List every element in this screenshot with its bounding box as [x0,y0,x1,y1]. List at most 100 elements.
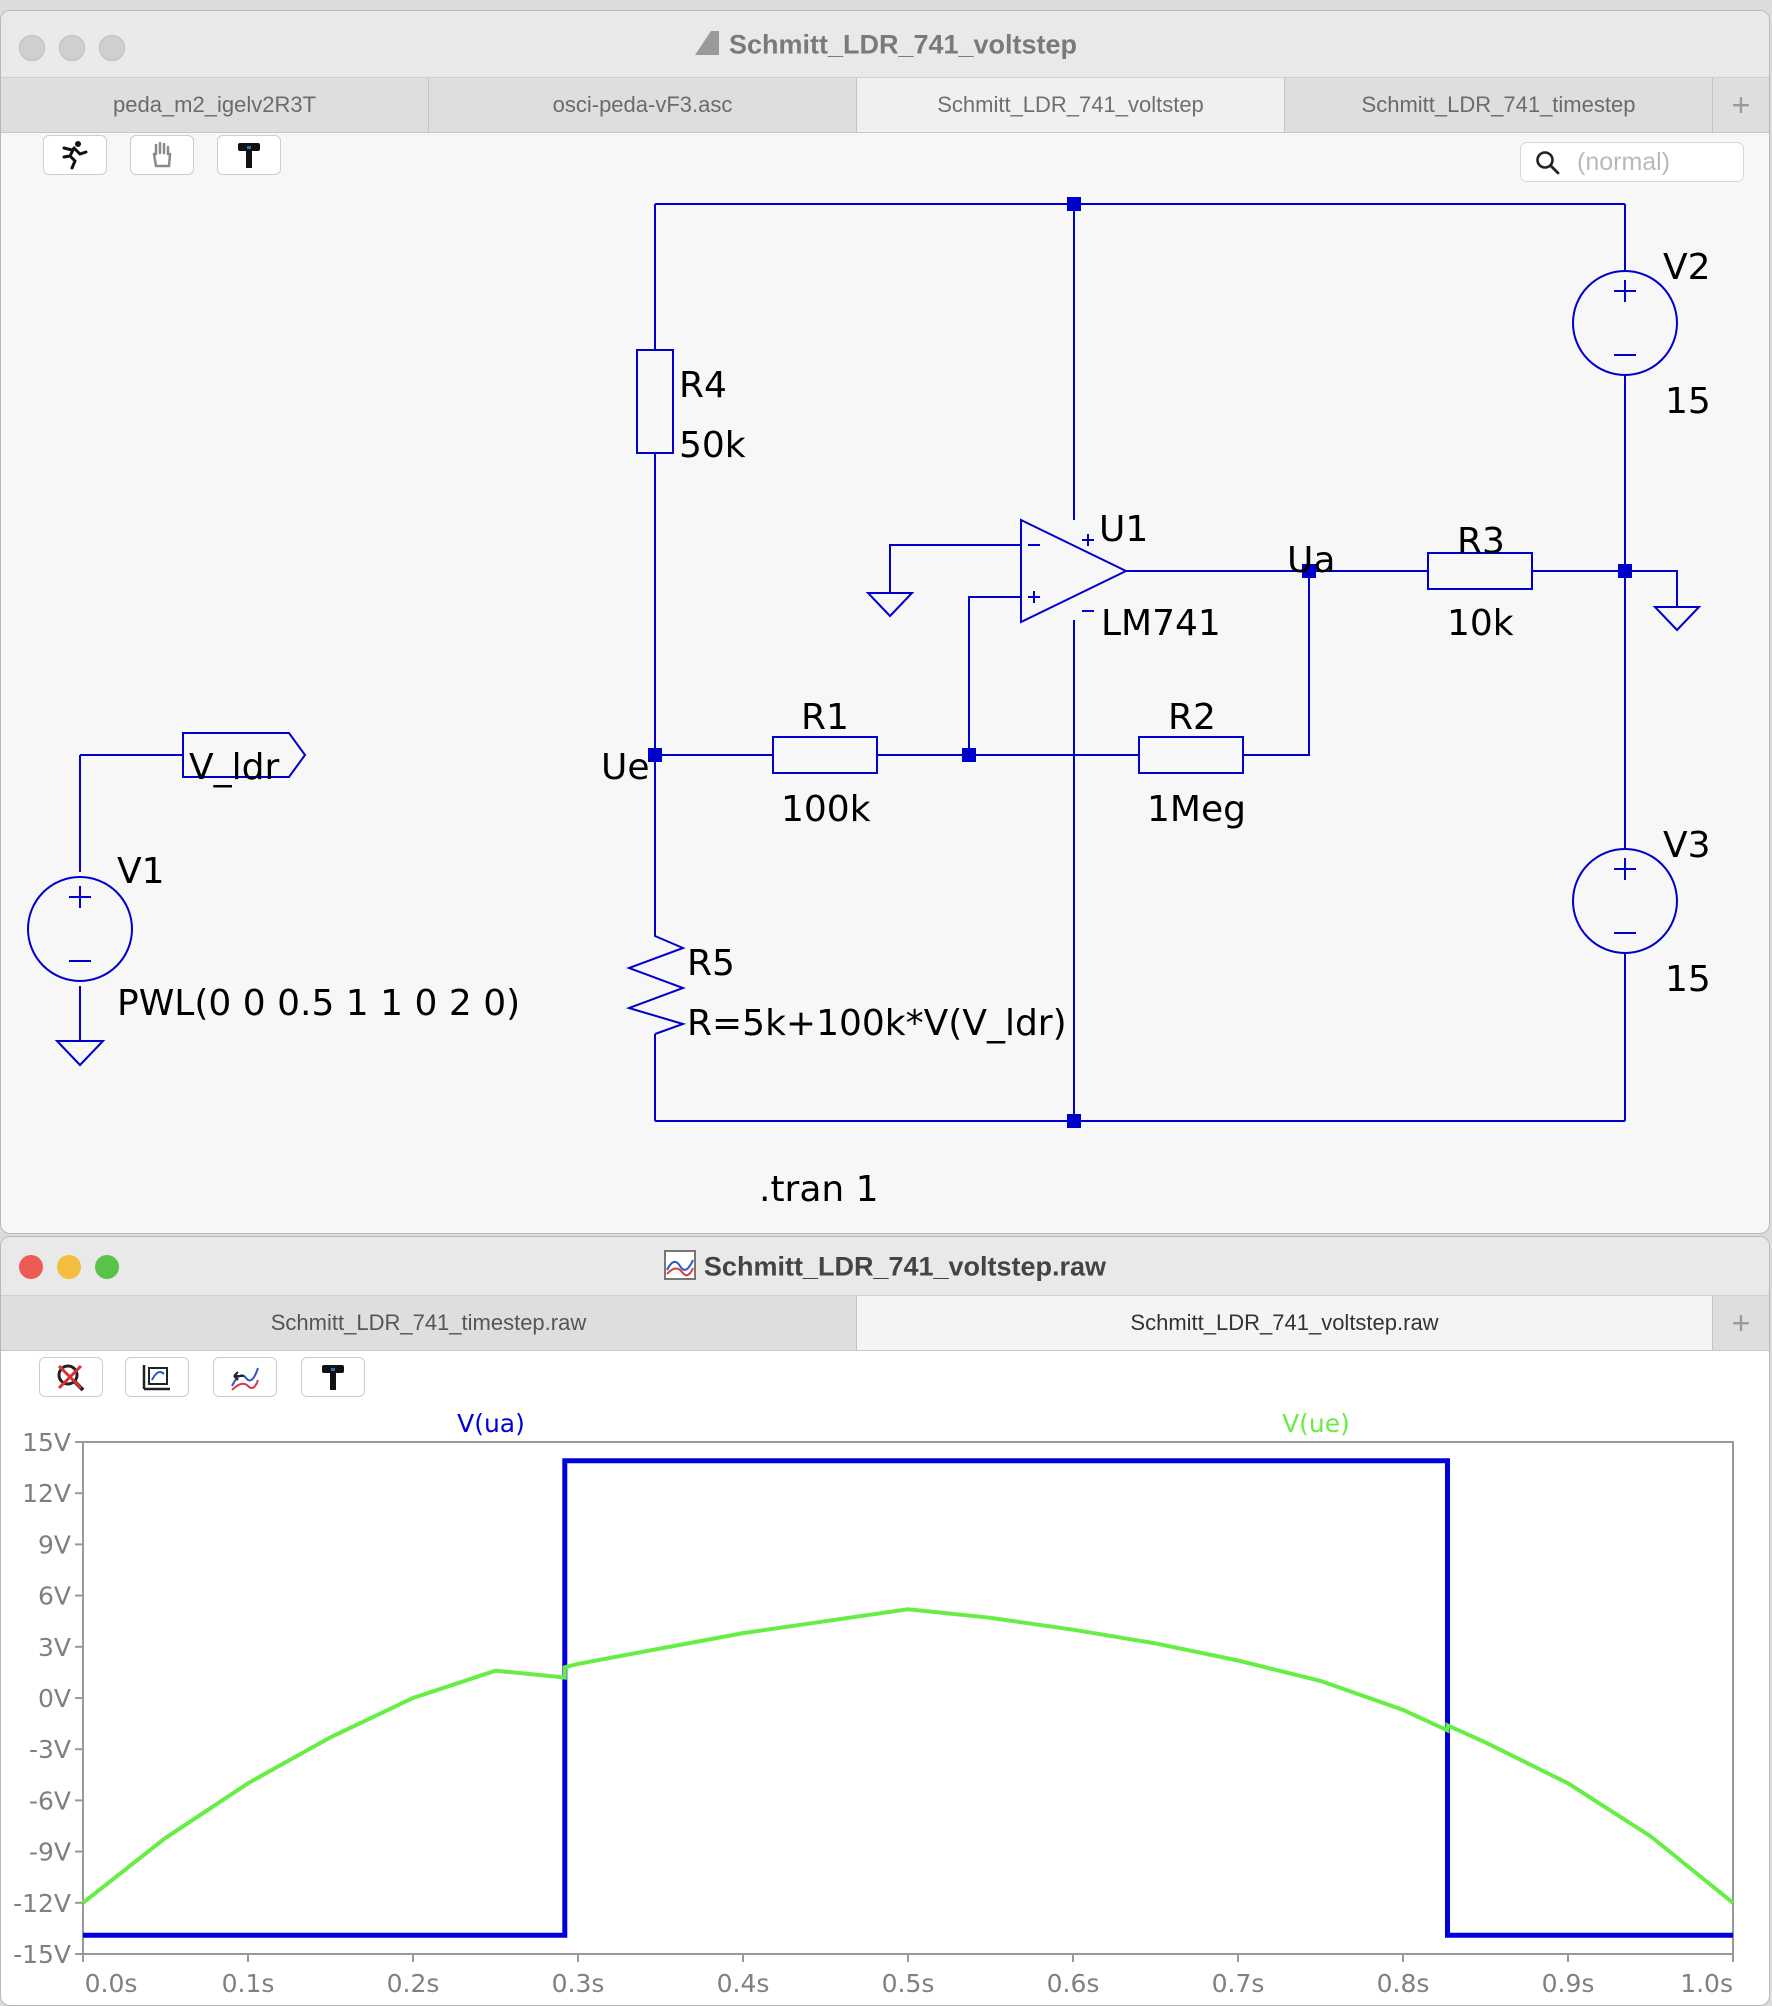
x-tick-label: 1.0s [1680,1969,1733,1998]
y-tick-label: -6V [29,1786,71,1815]
source-v3[interactable] [1572,848,1678,954]
v1-name: V1 [117,851,165,892]
opamp-pin-marks [1028,534,1094,612]
tab-timestep-raw[interactable]: Schmitt_LDR_741_timestep.raw [1,1296,857,1350]
ground-opamp [865,592,915,618]
halt-button[interactable] [130,135,194,175]
tab-peda[interactable]: peda_m2_igelv2R3T [1,78,429,132]
y-tick-label: -3V [29,1735,71,1764]
wire-ua [1126,570,1678,607]
resistor-r4[interactable] [636,349,674,454]
minimize-button[interactable] [57,1255,81,1279]
junction [962,748,976,762]
waveform-doc-icon [663,1250,696,1287]
net-flag-vldr[interactable] [182,732,307,778]
junction [1067,197,1081,211]
spice-directive[interactable]: .tran 1 [759,1169,879,1210]
schematic-window: Schmitt_LDR_741_voltstep peda_m2_igelv2R… [0,10,1770,1234]
plot-area[interactable] [82,1441,1734,1955]
junction [1067,1114,1081,1128]
run-button[interactable] [43,135,107,175]
x-tick-label: 0.5s [882,1969,935,1998]
ldr-r5[interactable] [625,926,687,1035]
v1-polarity [69,886,91,962]
y-tick-label: 15V [22,1428,71,1457]
r2-name: R2 [1168,697,1216,738]
search-box[interactable]: (normal) [1520,142,1744,182]
y-tick-label: 9V [38,1530,71,1559]
junction [1618,564,1632,578]
x-tick-label: 0.1s [222,1969,275,1998]
waveform-tabbar: Schmitt_LDR_741_timestep.raw Schmitt_LDR… [1,1296,1769,1351]
pan-icon [231,1367,259,1391]
r4-name: R4 [679,365,727,406]
junction [648,748,662,762]
r3-value: 10k [1447,603,1514,644]
zoom-cancel-button[interactable] [39,1357,103,1397]
zoom-button[interactable] [99,35,125,61]
r2-value: 1Meg [1147,789,1246,830]
x-tick-label: 0.3s [552,1969,605,1998]
hammer-icon [322,1365,344,1390]
waveform-window: Schmitt_LDR_741_voltstep.raw Schmitt_LDR… [0,1236,1770,2006]
r1-name: R1 [801,697,849,738]
y-tick-label: -9V [29,1838,71,1867]
resistor-r3[interactable] [1427,552,1533,590]
net-ue-label: Ue [601,747,650,788]
y-tick-label: -15V [13,1940,71,1969]
trace-vue[interactable] [81,1607,1735,1905]
window-controls [19,35,125,61]
close-button[interactable] [19,35,45,61]
plot-settings-button[interactable] [301,1357,365,1397]
v2-value: 15 [1665,381,1711,422]
window-title: Schmitt_LDR_741_voltstep [1,29,1769,64]
window-title: Schmitt_LDR_741_voltstep.raw [1,1250,1769,1287]
waveform-titlebar: Schmitt_LDR_741_voltstep.raw [1,1237,1769,1296]
window-title-text: Schmitt_LDR_741_voltstep [728,29,1078,60]
zoom-button[interactable] [95,1255,119,1279]
new-tab-button[interactable]: + [1731,1304,1751,1341]
x-tick-label: 0.6s [1047,1969,1100,1998]
pan-button[interactable] [213,1357,277,1397]
trace-label-vua[interactable]: V(ua) [457,1409,525,1438]
window-controls [19,1255,119,1279]
y-tick-label: 0V [38,1684,71,1713]
tab-osci[interactable]: osci-peda-vF3.asc [429,78,857,132]
schematic-titlebar: Schmitt_LDR_741_voltstep [1,11,1769,78]
x-tick-label: 0.8s [1377,1969,1430,1998]
wire-minus-input [889,544,1021,593]
junction [1302,564,1316,578]
settings-button[interactable] [217,135,281,175]
trace-vua[interactable] [83,1458,1733,1938]
new-tab-button[interactable]: + [1731,86,1751,123]
autorange-button[interactable] [125,1357,189,1397]
tab-timestep[interactable]: Schmitt_LDR_741_timestep [1285,78,1713,132]
v3-name: V3 [1663,825,1711,866]
y-tick-label: 12V [22,1479,71,1508]
trace-label-vue[interactable]: V(ue) [1282,1409,1350,1438]
resistor-r1[interactable] [772,736,878,774]
x-tick-label: 0.4s [717,1969,770,1998]
r5-name: R5 [687,943,735,984]
x-tick-label: 0.2s [387,1969,440,1998]
opamp-u1[interactable] [1020,518,1129,624]
x-tick-label: 0.7s [1212,1969,1265,1998]
y-tick-label: 3V [38,1633,71,1662]
tab-voltstep-raw[interactable]: Schmitt_LDR_741_voltstep.raw [857,1296,1713,1350]
hand-icon [152,141,172,168]
resistor-r2[interactable] [1138,736,1244,774]
close-button[interactable] [19,1255,43,1279]
y-tick-label: 6V [38,1582,71,1611]
wire-plus-input [968,596,1021,755]
y-tick-label: -12V [13,1889,71,1918]
vldr-label: V_ldr [189,747,279,788]
source-v1[interactable] [27,876,133,982]
r5-value: R=5k+100k*V(V_ldr) [687,1003,1067,1044]
v2-polarity [1614,280,1636,356]
wire-v1 [79,754,183,1041]
minimize-button[interactable] [59,35,85,61]
schematic-canvas[interactable]: R4 50k U1 LM741 Ua R3 10k V2 15 R1 100k … [1,11,1769,1233]
source-v2[interactable] [1572,270,1678,376]
tab-voltstep[interactable]: Schmitt_LDR_741_voltstep [857,78,1285,132]
